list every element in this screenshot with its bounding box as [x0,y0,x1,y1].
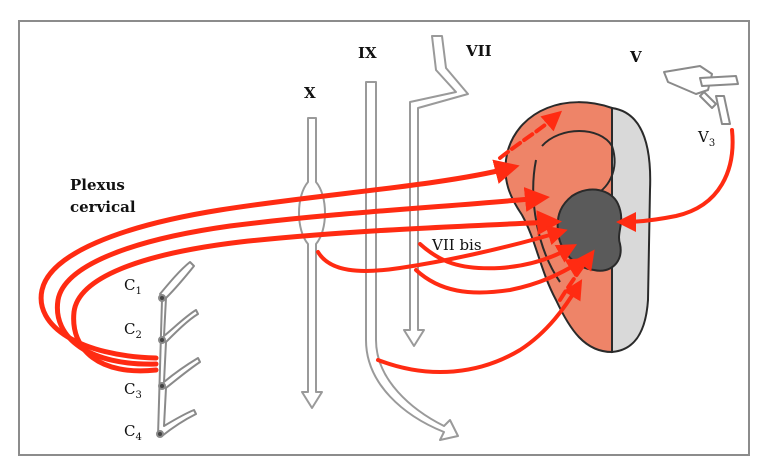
path-plexus-inner [71,210,562,374]
path-trigeminal-v3 [616,128,735,232]
label-nerve-vii: VII [466,42,492,60]
path-vii-bis-lower [414,257,587,295]
nerve-x [298,117,326,409]
path-vii-bis-upper [418,242,577,271]
path-plexus-middle [54,187,550,367]
label-c3: C3 [124,380,142,401]
nerve-ix [365,81,459,441]
path-plexus-outer [38,159,520,361]
label-nerve-v: V [630,48,642,66]
label-plexus-line1: Plexus [70,176,125,194]
path-vagus [316,225,568,273]
label-nerve-v3: V3 [698,128,716,149]
label-vii-bis: VII bis [432,236,482,254]
path-ear-lower-arrow [558,249,595,302]
red-sensory-paths [38,110,735,374]
label-c4: C4 [124,422,142,443]
cervical-plexus-roots [156,261,201,438]
nerve-vii [403,35,469,347]
label-nerve-x: X [304,84,316,102]
path-glossopharyngeal [376,279,583,374]
label-plexus-line2: cervical [70,198,136,216]
label-c1: C1 [124,276,142,297]
path-ear-upper-arrow [498,110,563,160]
trigeminal-ganglion [663,65,739,125]
label-c2: C2 [124,320,142,341]
label-nerve-ix: IX [358,44,377,62]
ear-helix-fold [541,130,616,197]
